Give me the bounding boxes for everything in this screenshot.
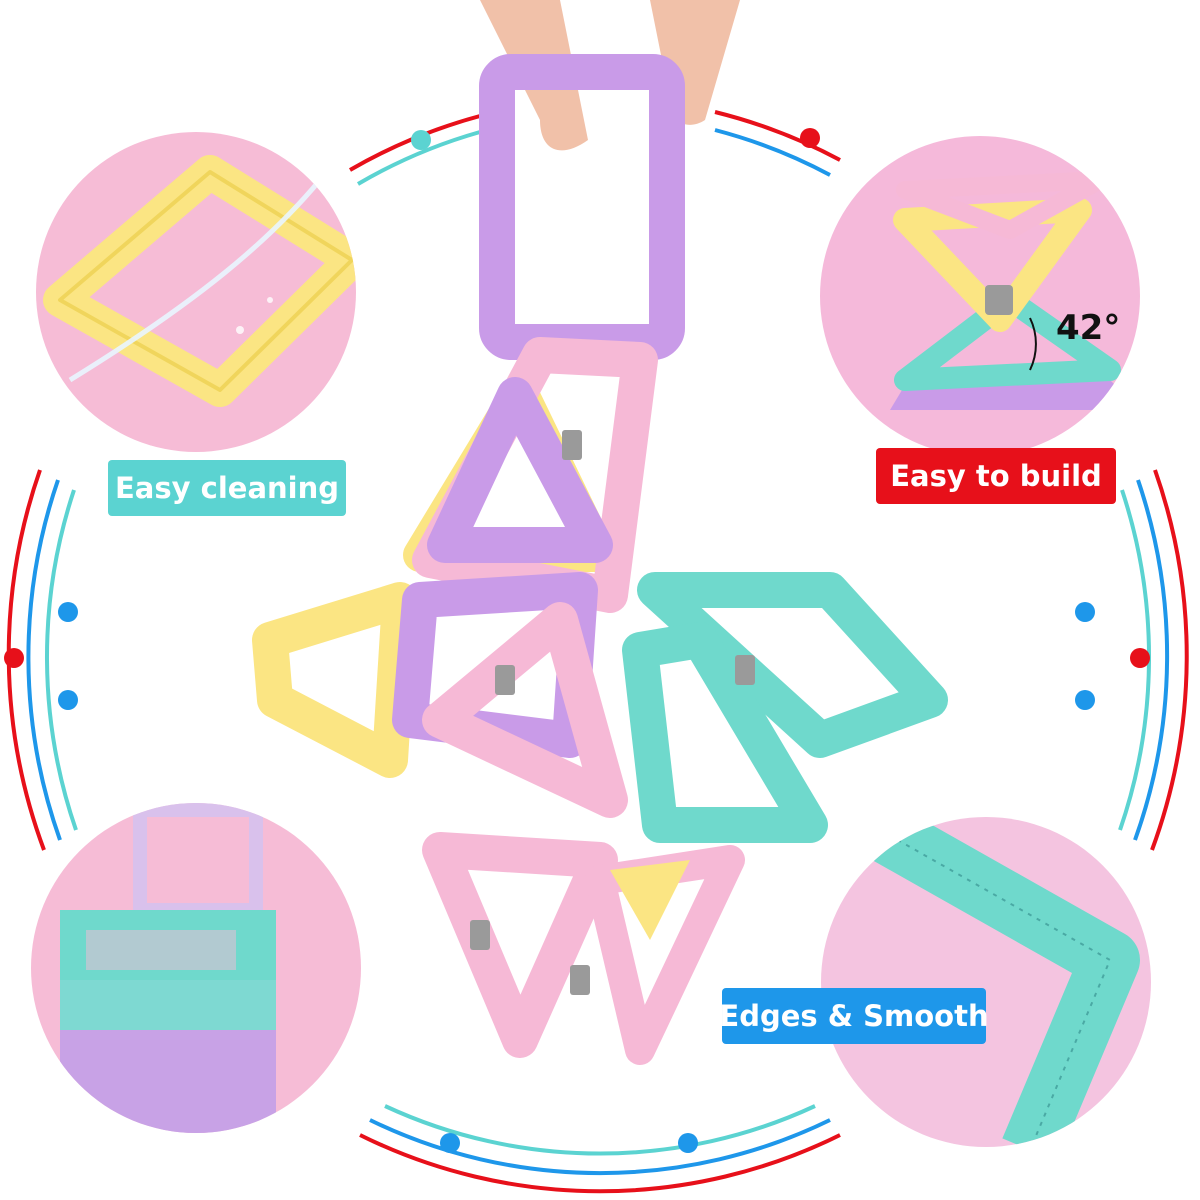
tile-sculpture xyxy=(252,0,948,1065)
inset-cleaning xyxy=(30,126,362,458)
inset-edges xyxy=(815,811,1157,1153)
easy-cleaning-badge: Easy cleaning xyxy=(108,460,346,516)
inset-build xyxy=(814,130,1146,462)
angle-label: 42° xyxy=(1056,308,1121,348)
inset-stack xyxy=(25,797,367,1139)
edges-smooth-badge: Edges & Smooth xyxy=(719,988,989,1044)
easy-to-build-badge: Easy to build xyxy=(876,448,1116,504)
ring-dots xyxy=(4,128,1150,1153)
